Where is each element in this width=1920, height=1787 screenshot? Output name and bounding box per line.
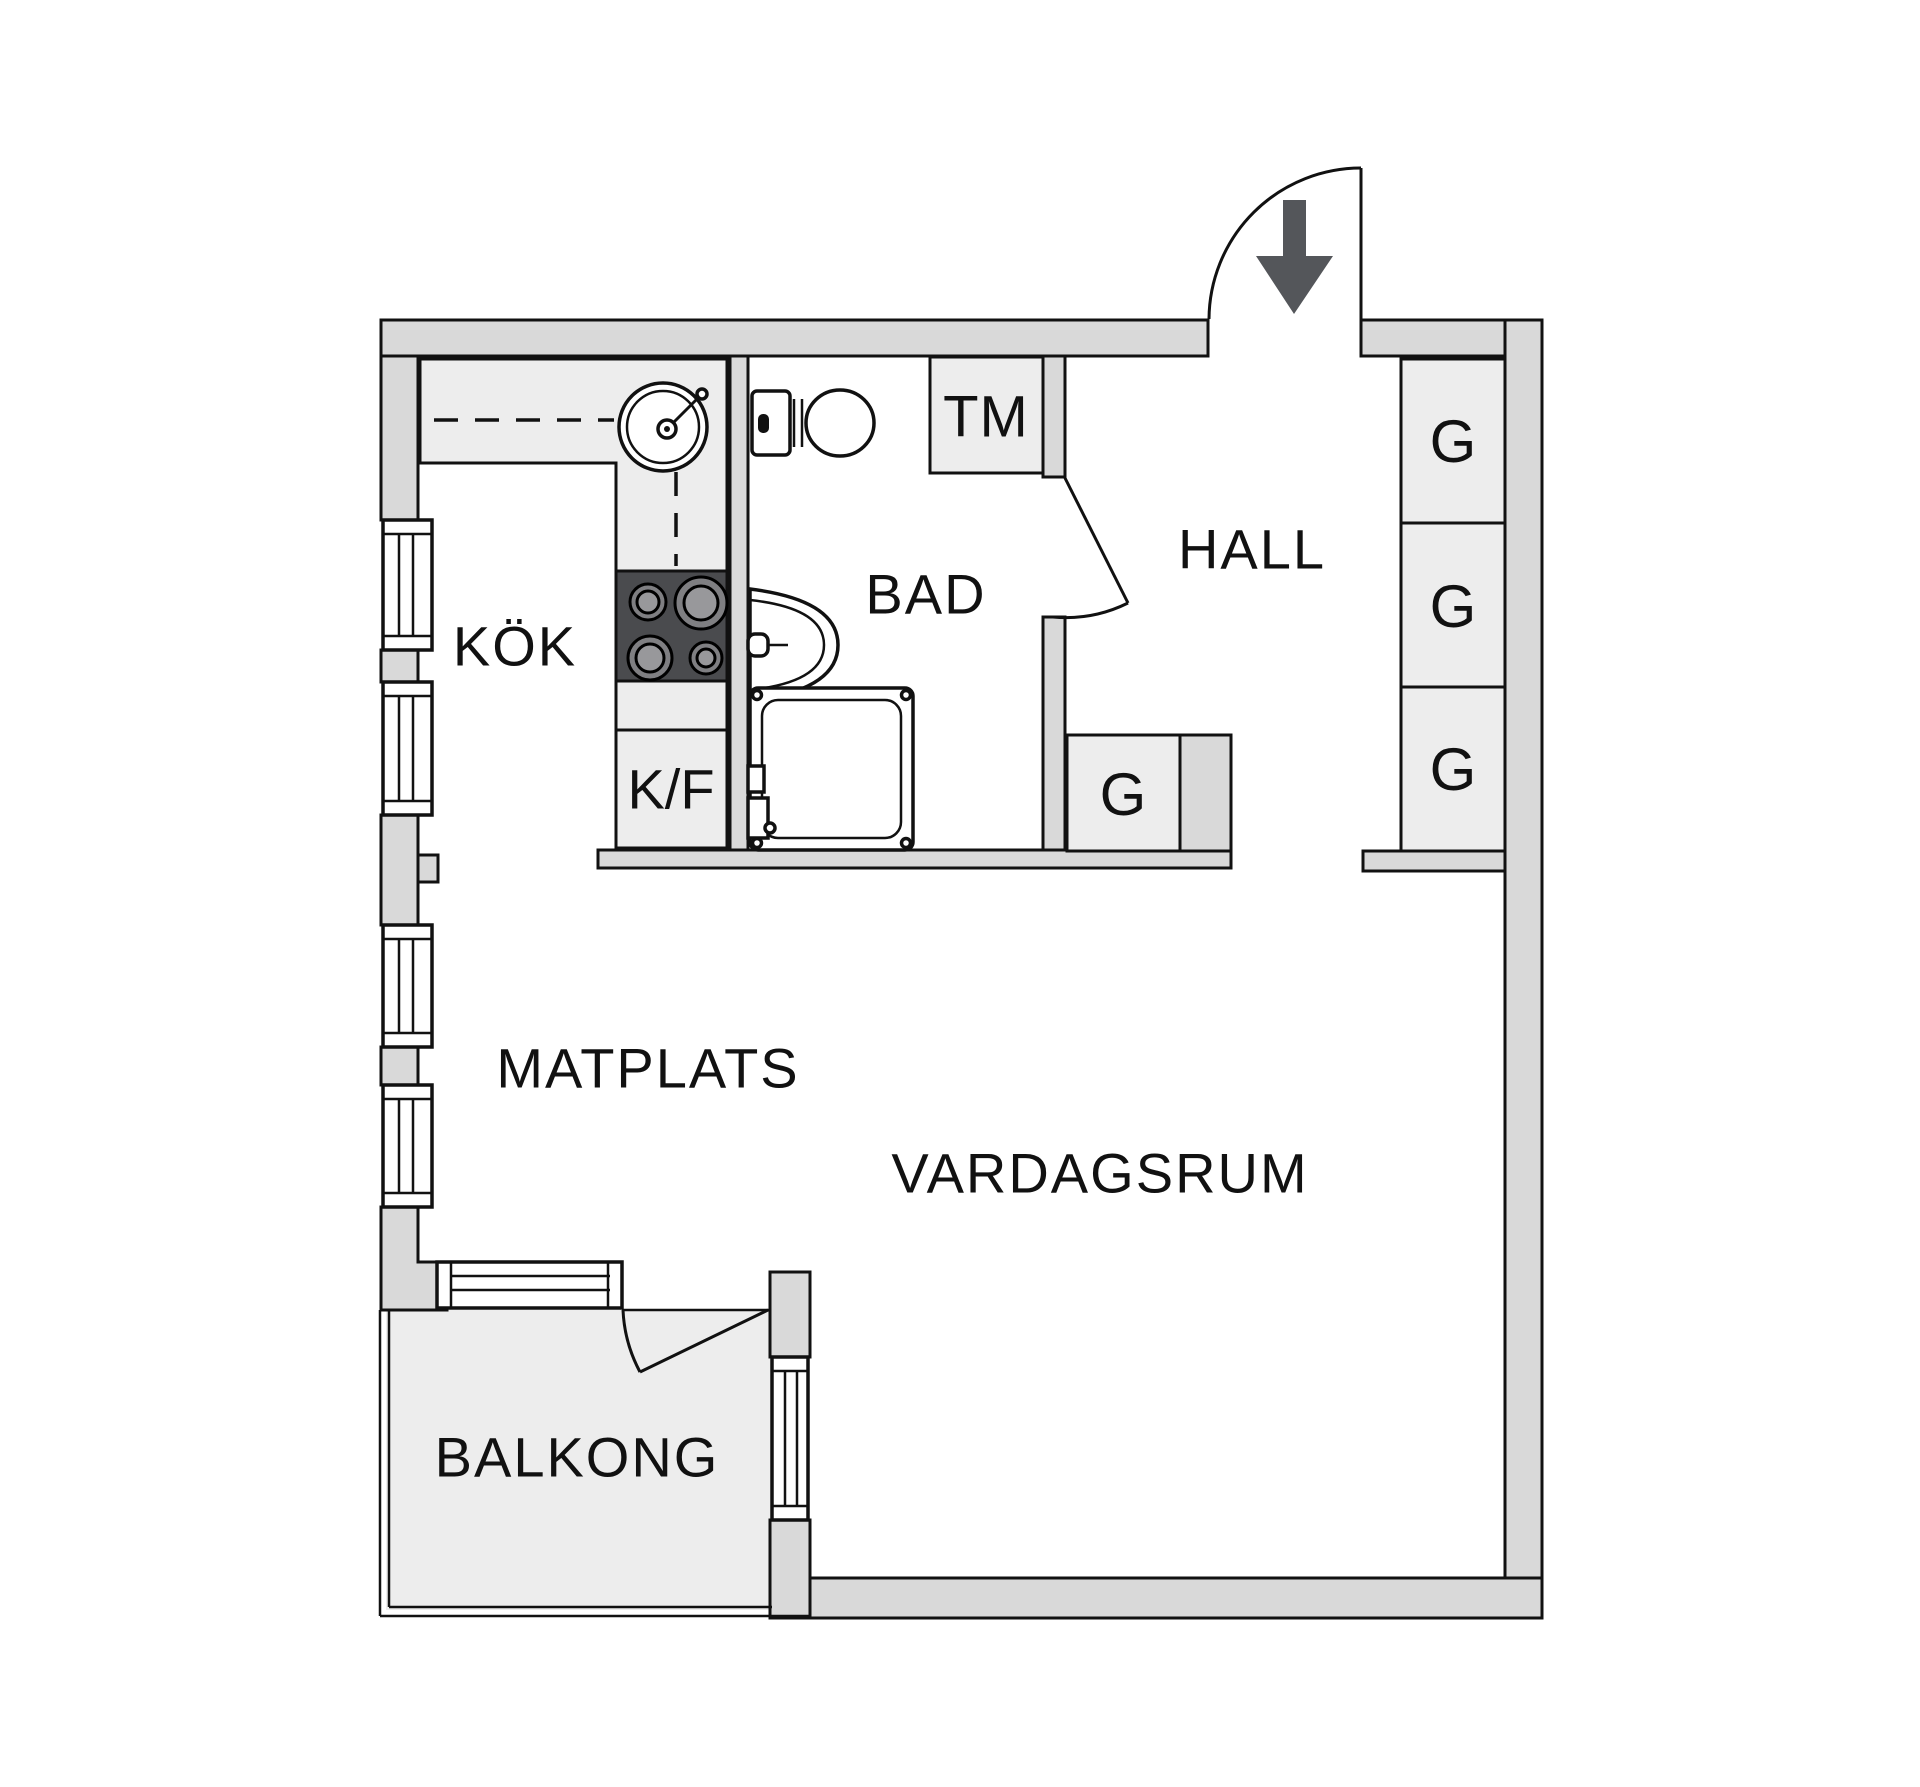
walls <box>379 318 1544 1620</box>
kitchen-sink-icon <box>617 381 709 473</box>
wall-segment <box>1503 318 1544 1620</box>
label-balcony: BALKONG <box>435 1426 720 1489</box>
flush-button <box>758 414 769 433</box>
window <box>770 1355 810 1522</box>
toilet-icon <box>750 388 876 458</box>
wall-segment <box>596 848 1233 870</box>
entrance-arrow-icon <box>1256 200 1333 314</box>
wall-segment <box>1041 354 1067 479</box>
wardrobe-column <box>1399 357 1507 853</box>
label-living: VARDAGSRUM <box>891 1142 1308 1205</box>
wardrobe-box <box>1065 733 1182 853</box>
label-wardrobe: G <box>1430 573 1477 640</box>
wall-segment <box>768 1270 812 1359</box>
label-fridge-freezer: K/F <box>627 758 714 821</box>
wall-segment <box>379 318 1210 358</box>
label-hall: HALL <box>1178 518 1326 581</box>
balcony-window-sill <box>435 1260 624 1310</box>
wardrobes <box>1065 357 1507 853</box>
bathroom-door <box>1052 477 1130 620</box>
wall-segment <box>728 354 750 854</box>
shower-icon <box>746 686 915 852</box>
label-bath: BAD <box>865 563 986 626</box>
wall-segment <box>379 1045 420 1087</box>
wall-segment <box>1361 849 1507 873</box>
label-wardrobe: G <box>1100 761 1147 828</box>
wall-segment <box>379 813 420 927</box>
wall-segment <box>1041 615 1067 854</box>
kitchen-counter <box>418 357 729 850</box>
label-dining: MATPLATS <box>496 1037 799 1100</box>
wall-segment <box>416 853 440 884</box>
stove-icon <box>614 569 729 683</box>
label-kitchen: KÖK <box>453 615 577 678</box>
bathroom-sink-icon <box>746 587 840 703</box>
window <box>381 680 434 817</box>
windows <box>381 518 810 1522</box>
wall-segment <box>1178 733 1233 853</box>
washing-machine-box <box>928 355 1045 475</box>
window <box>381 923 434 1049</box>
balcony <box>378 1308 810 1618</box>
kitchen-fixtures <box>418 357 729 850</box>
wall-segment <box>768 1518 812 1620</box>
room-labels: KÖK BAD HALL MATPLATS VARDAGSRUM BALKONG… <box>435 384 1477 1488</box>
entrance-door <box>1207 166 1363 320</box>
wall-segment <box>379 354 420 522</box>
balcony-floor <box>386 1310 772 1610</box>
label-washing-machine: TM <box>943 384 1029 449</box>
balcony-door <box>621 1308 769 1374</box>
window <box>381 518 434 652</box>
wall-segment <box>808 1576 1544 1620</box>
label-wardrobe: G <box>1430 736 1477 803</box>
window <box>381 1083 434 1209</box>
wall-segment <box>379 648 420 684</box>
bathroom-fixtures <box>746 355 1130 852</box>
label-wardrobe: G <box>1430 408 1477 475</box>
